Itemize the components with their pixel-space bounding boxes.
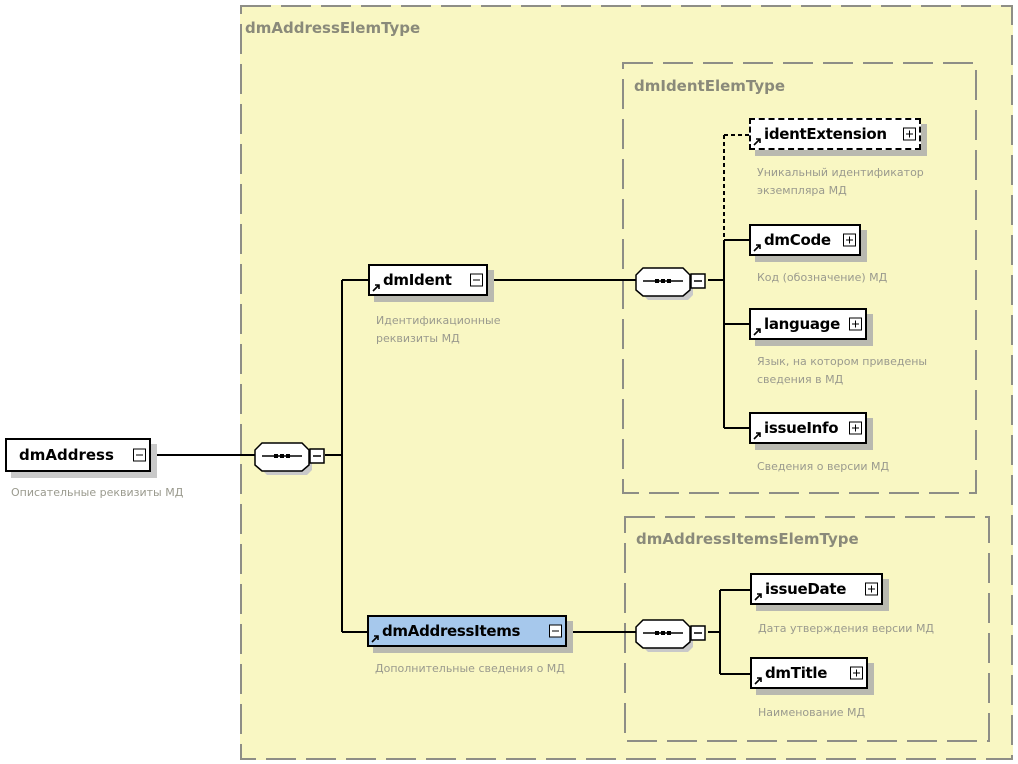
reference-arrow-icon: [754, 677, 762, 685]
collapse-toggle-icon[interactable]: [470, 273, 483, 287]
expand-toggle-icon[interactable]: [843, 233, 856, 247]
element-label: dmIdent: [383, 271, 452, 289]
element-identExtension[interactable]: identExtension: [749, 118, 921, 150]
element-description: Описательные реквизиты МД: [11, 486, 184, 499]
reference-arrow-icon: [753, 432, 761, 440]
reference-arrow-icon: [372, 284, 380, 292]
element-language[interactable]: language: [749, 308, 867, 340]
element-issueInfo[interactable]: issueInfo: [749, 412, 867, 444]
element-dmTitle[interactable]: dmTitle: [750, 657, 868, 689]
element-label: issueDate: [765, 580, 847, 598]
element-label: dmCode: [764, 231, 831, 249]
element-description: Дополнительные сведения о МД: [375, 662, 565, 675]
expand-toggle-icon[interactable]: [849, 317, 862, 331]
element-issueDate[interactable]: issueDate: [750, 573, 883, 605]
element-label: identExtension: [764, 125, 887, 143]
collapse-toggle-icon[interactable]: [549, 624, 562, 638]
element-label: dmAddressItems: [382, 622, 521, 640]
element-label: language: [764, 315, 840, 333]
expand-toggle-icon[interactable]: [849, 421, 862, 435]
reference-arrow-icon: [753, 244, 761, 252]
element-description: Уникальный идентификатор экземпляра МД: [757, 166, 924, 197]
element-dmAddress[interactable]: dmAddress: [5, 438, 151, 472]
element-description: Дата утверждения версии МД: [758, 622, 935, 635]
element-description: Наименование МД: [758, 706, 866, 719]
reference-arrow-icon: [753, 138, 761, 146]
reference-arrow-icon: [371, 635, 379, 643]
element-label: issueInfo: [764, 419, 839, 437]
element-label: dmTitle: [765, 664, 828, 682]
sequence-compositor-icon[interactable]: [633, 265, 713, 301]
sequence-compositor-icon[interactable]: [633, 617, 713, 653]
sequence-compositor-icon[interactable]: [252, 440, 332, 476]
reference-arrow-icon: [754, 593, 762, 601]
element-description: Сведения о версии МД: [757, 460, 890, 473]
element-dmCode[interactable]: dmCode: [749, 224, 861, 256]
expand-toggle-icon[interactable]: [850, 666, 863, 680]
type-title: dmIdentElemType: [634, 77, 786, 95]
element-dmAddressItems[interactable]: dmAddressItems: [367, 615, 567, 647]
type-title: dmAddressElemType: [245, 19, 421, 37]
expand-toggle-icon[interactable]: [903, 127, 916, 141]
element-label: dmAddress: [19, 446, 114, 464]
element-description: Язык, на котором приведены сведения в МД: [757, 355, 928, 386]
element-description: Код (обозначение) МД: [757, 271, 888, 284]
expand-toggle-icon[interactable]: [865, 582, 878, 596]
type-title: dmAddressItemsElemType: [636, 530, 859, 548]
reference-arrow-icon: [753, 328, 761, 336]
element-description: Идентификационные реквизиты МД: [376, 314, 501, 345]
element-dmIdent[interactable]: dmIdent: [368, 264, 488, 296]
collapse-toggle-icon[interactable]: [133, 448, 146, 462]
